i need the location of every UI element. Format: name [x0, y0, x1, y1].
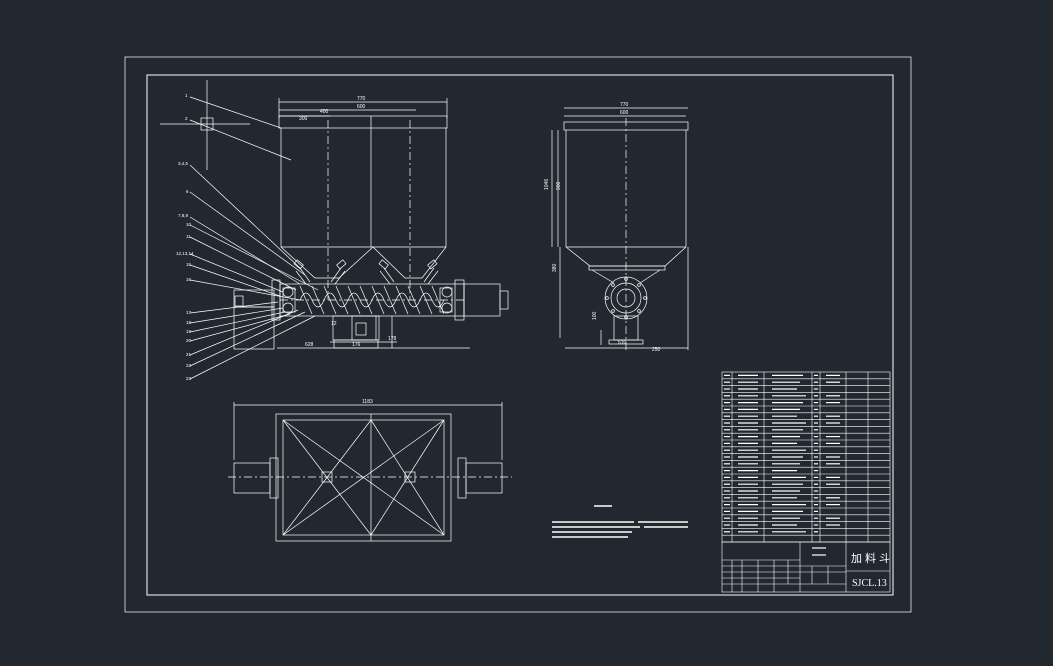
front-view-leader-lines	[160, 80, 319, 380]
svg-text:600: 600	[620, 110, 629, 116]
svg-text:12,13,14: 12,13,14	[176, 251, 194, 256]
svg-text:380: 380	[552, 263, 558, 272]
svg-text:300: 300	[299, 116, 308, 122]
front-view-nozzles	[293, 259, 439, 285]
drawing-code: SJCL.13	[852, 578, 887, 589]
outer-sheet-border	[124, 56, 912, 613]
svg-text:17: 17	[186, 310, 192, 315]
svg-text:22: 22	[186, 363, 192, 368]
front-view-balloon-labels: 1 2 3,4,5 6 7,8,9 10 11 12,13,14 15 16 1…	[176, 93, 194, 381]
top-view-dimension-text: 1183	[362, 399, 373, 405]
technical-requirements-note	[552, 505, 688, 538]
svg-text:100: 100	[592, 311, 598, 320]
side-view-hopper	[551, 107, 689, 350]
svg-text:600: 600	[357, 104, 366, 110]
svg-text:18: 18	[186, 320, 192, 325]
front-view-screw-conveyor	[233, 279, 509, 350]
svg-text:3,4,5: 3,4,5	[178, 161, 189, 166]
svg-text:178: 178	[388, 336, 397, 342]
drawing-name: 加料斗	[851, 551, 893, 565]
svg-text:12: 12	[331, 321, 337, 327]
svg-text:1: 1	[185, 93, 188, 98]
title-block	[721, 541, 891, 593]
svg-text:628: 628	[305, 342, 314, 348]
parts-list-table	[721, 371, 891, 543]
svg-text:21: 21	[186, 352, 192, 357]
svg-text:7,8,9: 7,8,9	[178, 213, 189, 218]
svg-text:11: 11	[186, 234, 191, 239]
front-view-dimension-text: 770 600 400 300	[299, 96, 366, 122]
svg-text:15: 15	[186, 262, 192, 267]
svg-text:1046: 1046	[544, 179, 550, 190]
svg-text:19: 19	[186, 329, 192, 334]
front-view-hopper	[278, 98, 448, 300]
front-view-lower-dimension-text: 628 178 176 12	[305, 321, 397, 348]
svg-text:250: 250	[652, 347, 661, 353]
svg-text:770: 770	[357, 96, 366, 102]
svg-text:16: 16	[186, 277, 192, 282]
side-view-dimension-text: 770 600 1046 900 380 100 510 250	[544, 102, 661, 353]
svg-text:23: 23	[186, 376, 192, 381]
svg-text:2: 2	[185, 116, 188, 121]
svg-text:510: 510	[618, 340, 627, 346]
svg-text:20: 20	[186, 338, 192, 343]
svg-text:900: 900	[556, 181, 562, 190]
svg-text:10: 10	[186, 222, 192, 227]
svg-text:400: 400	[320, 109, 329, 115]
svg-text:6: 6	[186, 189, 189, 194]
svg-text:770: 770	[620, 102, 629, 108]
inner-drawing-frame	[146, 74, 894, 596]
svg-text:176: 176	[352, 342, 361, 348]
top-view-hopper	[228, 402, 512, 542]
